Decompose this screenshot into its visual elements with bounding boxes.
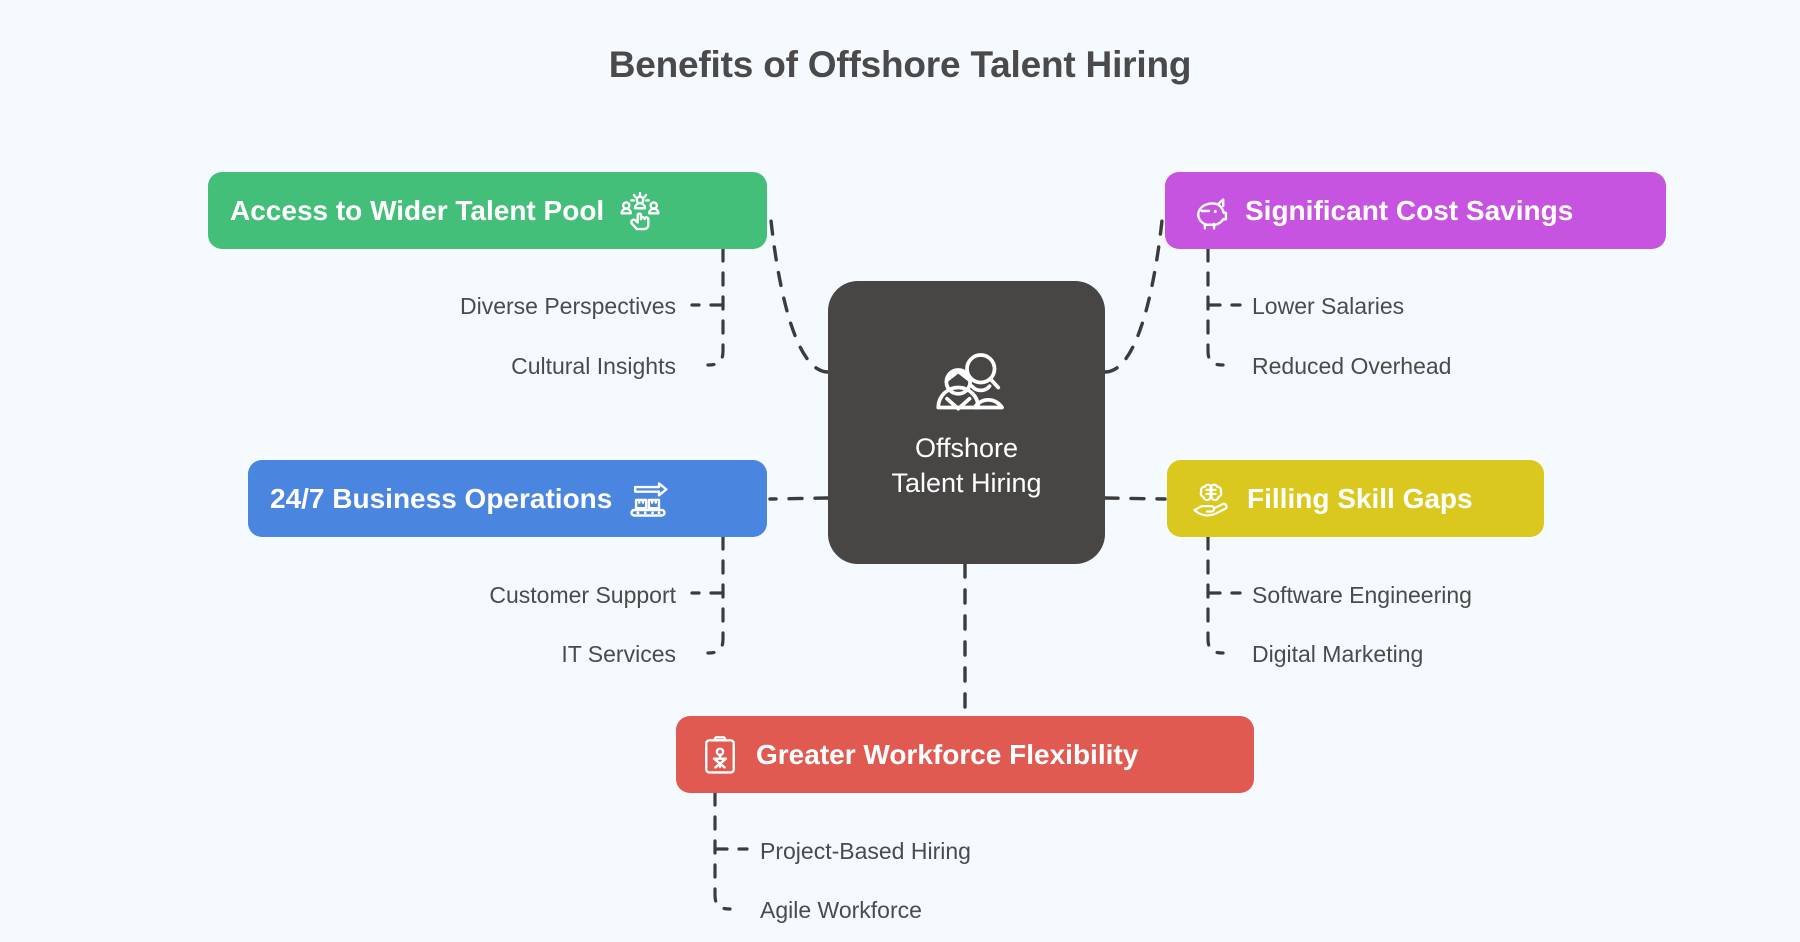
branch-node-flex[interactable]: Greater Workforce Flexibility xyxy=(676,716,1254,793)
connector-center-to-cost xyxy=(1103,208,1165,374)
leaf-skill-1: Digital Marketing xyxy=(1252,641,1424,667)
leaf-ops-1: IT Services xyxy=(561,641,676,667)
branch-node-skill-label: Filling Skill Gaps xyxy=(1247,482,1473,514)
people-search-icon xyxy=(927,345,1007,425)
piggy-bank-icon xyxy=(1187,189,1231,233)
leaf-cost-0: Lower Salaries xyxy=(1252,293,1405,319)
leaf-flex-1: Agile Workforce xyxy=(760,897,922,923)
branch-node-ops[interactable]: 24/7 Business Operations xyxy=(248,460,767,537)
connector-center-to-ops xyxy=(768,496,830,501)
center-node[interactable]: Offshore Talent Hiring xyxy=(828,281,1105,564)
leaf-ops-0: Customer Support xyxy=(489,582,676,608)
branch-node-talent[interactable]: Access to Wider Talent Pool xyxy=(208,172,767,249)
talent-selection-icon xyxy=(618,189,662,233)
page-title: Benefits of Offshore Talent Hiring xyxy=(608,44,1192,85)
leaf-cost-1: Reduced Overhead xyxy=(1252,353,1452,379)
branch-node-ops-label: 24/7 Business Operations xyxy=(270,482,613,514)
conveyor-belt-icon xyxy=(626,477,670,521)
connector-skill-spine xyxy=(1206,535,1225,655)
clipboard-person-icon xyxy=(698,733,742,777)
branch-node-cost-label: Significant Cost Savings xyxy=(1245,194,1574,226)
leaf-skill-0: Software Engineering xyxy=(1252,582,1472,608)
connector-ops-spine xyxy=(706,535,725,655)
connector-center-to-skill xyxy=(1103,496,1167,501)
leaf-talent-0: Diverse Perspectives xyxy=(459,293,676,319)
leaf-talent-1: Cultural Insights xyxy=(511,353,676,379)
leaf-flex-0: Project-Based Hiring xyxy=(760,838,971,864)
connector-center-to-talent xyxy=(768,208,830,374)
center-node-label: Offshore Talent Hiring xyxy=(891,432,1042,498)
branch-node-skill[interactable]: Filling Skill Gaps xyxy=(1167,460,1544,537)
connector-talent-spine xyxy=(706,247,725,367)
branch-node-flex-label: Greater Workforce Flexibility xyxy=(756,738,1139,770)
branch-node-cost[interactable]: Significant Cost Savings xyxy=(1165,172,1666,249)
hand-brain-icon xyxy=(1189,477,1233,521)
branch-node-talent-label: Access to Wider Talent Pool xyxy=(230,194,605,226)
connector-cost-spine xyxy=(1206,247,1225,367)
connector-flex-spine xyxy=(713,791,732,911)
